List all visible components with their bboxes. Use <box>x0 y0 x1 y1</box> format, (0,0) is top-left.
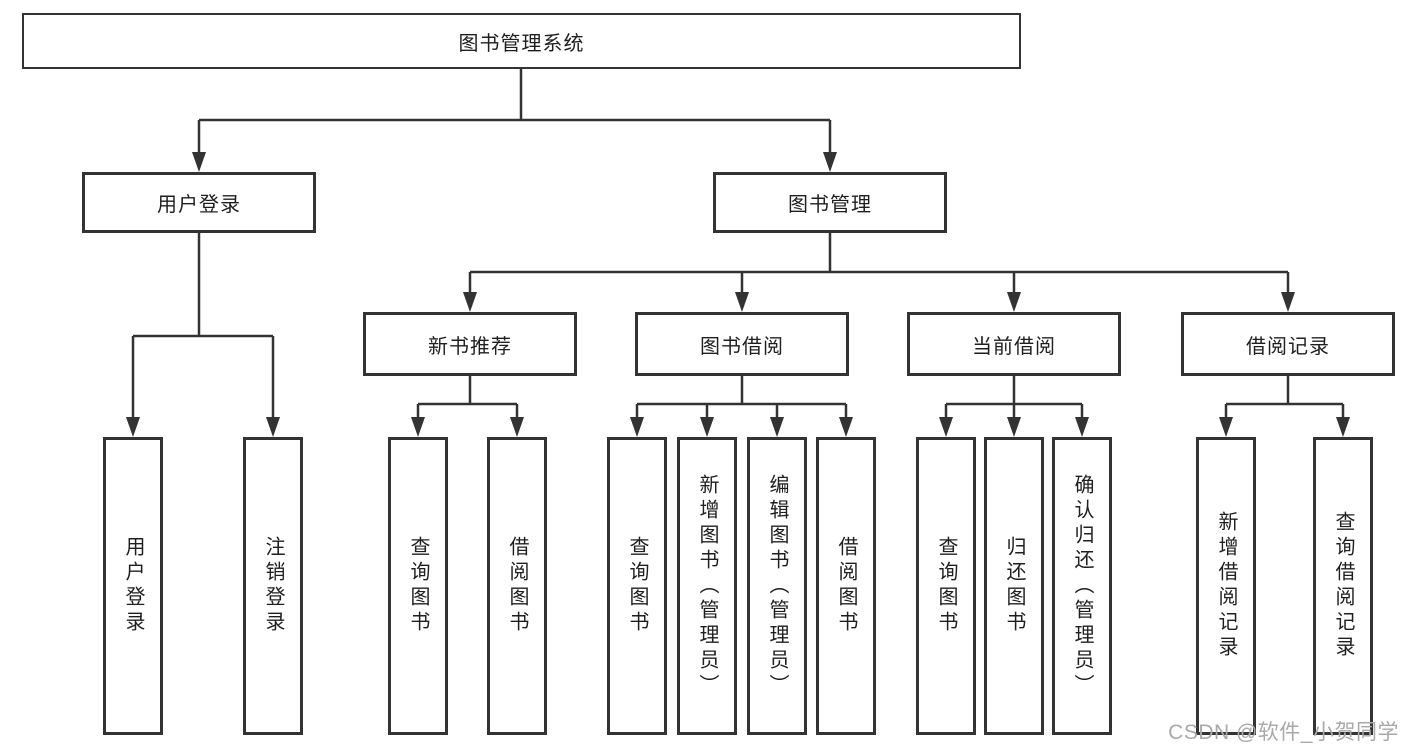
leaf-current-confirm: 确认归还（管理员） <box>1052 437 1112 735</box>
leaf-records-add: 新增借阅记录 <box>1196 437 1256 735</box>
leaf-borrow-edit: 编辑图书（管理员） <box>747 437 807 735</box>
node-user-login: 用户登录 <box>82 172 316 233</box>
leaf-borrow-query: 查询图书 <box>607 437 667 735</box>
node-label: 借阅记录 <box>1246 335 1330 358</box>
node-label: 图书借阅 <box>700 335 784 358</box>
node-label: 新增借阅记录 <box>1215 511 1237 661</box>
node-label: 归还图书 <box>1003 536 1025 636</box>
leaf-logout: 注销登录 <box>243 437 303 735</box>
node-label: 图书管理系统 <box>458 32 585 55</box>
node-label: 查询借阅记录 <box>1332 511 1354 661</box>
node-label: 借阅图书 <box>506 536 528 636</box>
leaf-current-return: 归还图书 <box>984 437 1044 735</box>
node-label: 新增图书（管理员） <box>696 473 718 699</box>
leaf-borrow-book: 借阅图书 <box>816 437 876 735</box>
node-book-borrow: 图书借阅 <box>635 312 849 376</box>
node-label: 编辑图书（管理员） <box>766 473 788 699</box>
leaf-newbooks-borrow: 借阅图书 <box>487 437 547 735</box>
node-label: 查询图书 <box>407 536 429 636</box>
node-label: 用户登录 <box>122 536 144 636</box>
node-label: 当前借阅 <box>972 335 1056 358</box>
node-label: 查询图书 <box>935 536 957 636</box>
node-borrow-records: 借阅记录 <box>1181 312 1395 376</box>
node-label: 新书推荐 <box>428 335 512 358</box>
node-book-mgmt: 图书管理 <box>713 172 947 233</box>
node-label: 用户登录 <box>157 194 241 216</box>
node-label: 借阅图书 <box>835 536 857 636</box>
node-label: 注销登录 <box>262 536 284 636</box>
leaf-records-query: 查询借阅记录 <box>1313 437 1373 735</box>
node-root: 图书管理系统 <box>22 13 1021 69</box>
node-label: 查询图书 <box>626 536 648 636</box>
node-label: 图书管理 <box>788 194 872 216</box>
leaf-current-query: 查询图书 <box>916 437 976 735</box>
node-new-books: 新书推荐 <box>363 312 577 376</box>
leaf-borrow-add: 新增图书（管理员） <box>677 437 737 735</box>
leaf-newbooks-query: 查询图书 <box>388 437 448 735</box>
watermark: CSDN @软件_小贺同学 <box>1168 721 1399 744</box>
node-label: 确认归还（管理员） <box>1071 473 1093 699</box>
leaf-user-login: 用户登录 <box>103 437 163 735</box>
node-current-borrow: 当前借阅 <box>907 312 1121 376</box>
